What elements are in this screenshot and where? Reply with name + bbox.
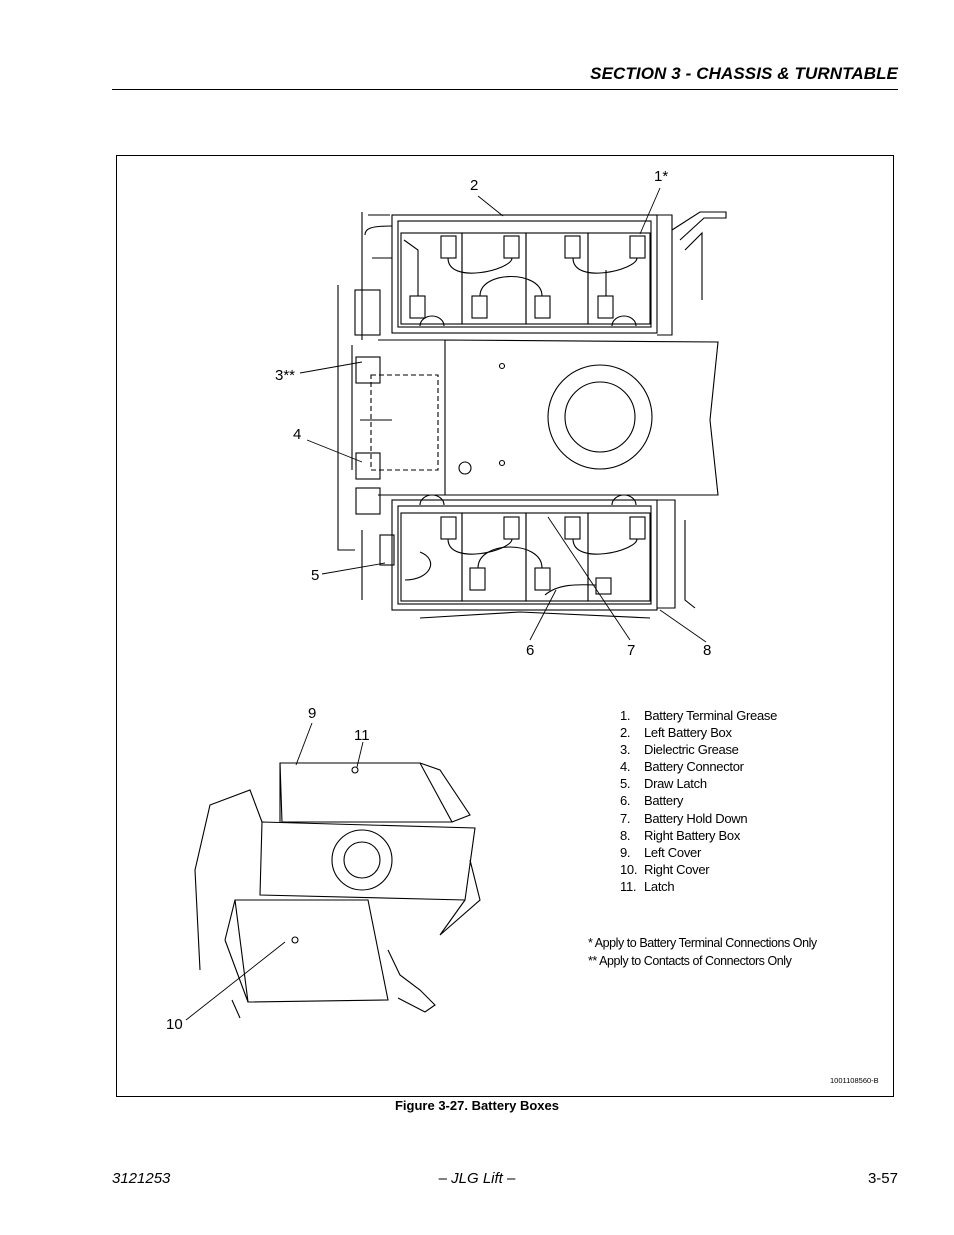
- turntable-plate-drawing: [370, 339, 719, 496]
- callout-7: 7: [627, 642, 636, 659]
- callout-2: 2: [470, 177, 479, 194]
- callout-10: 10: [166, 1016, 183, 1033]
- drawing-id: 1001108560-B: [830, 1076, 879, 1085]
- legend-item: 1.Battery Terminal Grease: [620, 708, 778, 723]
- header-rule: [112, 89, 898, 90]
- right-battery-box-drawing: [391, 494, 696, 619]
- figure-caption: Figure 3-27. Battery Boxes: [394, 1098, 559, 1113]
- figure-frame: [116, 155, 894, 1097]
- callout-1: 1*: [654, 168, 669, 185]
- left-battery-box-drawing: [361, 211, 727, 340]
- parts-legend: 1.Battery Terminal Grease 2.Left Battery…: [620, 707, 777, 895]
- callout-leaders: [185, 187, 707, 1021]
- footer-doc-number: 3121253: [112, 1170, 171, 1187]
- legend-item: 6.Battery: [620, 793, 684, 809]
- callout-8: 8: [703, 642, 712, 659]
- note-double-asterisk: ** Apply to Contacts of Connectors Only: [588, 953, 792, 968]
- section-header-title: SECTION 3 - CHASSIS & TURNTABLE: [590, 64, 898, 83]
- legend-item: 4.Battery Connector: [620, 759, 744, 775]
- legend-item: 7.Battery Hold Down: [620, 810, 748, 826]
- legend-item: 9.Left Cover: [620, 844, 701, 860]
- footer-publisher: – JLG Lift –: [438, 1170, 516, 1187]
- callout-5: 5: [311, 567, 320, 584]
- note-single-asterisk: * Apply to Battery Terminal Connections …: [588, 936, 817, 950]
- callout-3: 3**: [275, 367, 296, 384]
- callout-6: 6: [526, 642, 535, 659]
- callout-4: 4: [293, 426, 302, 443]
- legend-item: 11.Latch: [620, 878, 675, 894]
- footer-page-number: 3-57: [867, 1170, 898, 1187]
- callout-9: 9: [308, 705, 317, 722]
- legend-item: 8.Right Battery Box: [620, 827, 741, 843]
- battery-connector-drawing: [337, 285, 395, 600]
- legend-item: 2.Left Battery Box: [620, 725, 732, 741]
- figure-notes: * Apply to Battery Terminal Connections …: [588, 935, 817, 970]
- isometric-view-drawing: [194, 762, 481, 1019]
- legend-item: 5.Draw Latch: [620, 776, 707, 792]
- legend-item: 10.Right Cover: [620, 861, 710, 877]
- legend-item: 3.Dielectric Grease: [620, 742, 739, 758]
- callout-11: 11: [354, 727, 370, 744]
